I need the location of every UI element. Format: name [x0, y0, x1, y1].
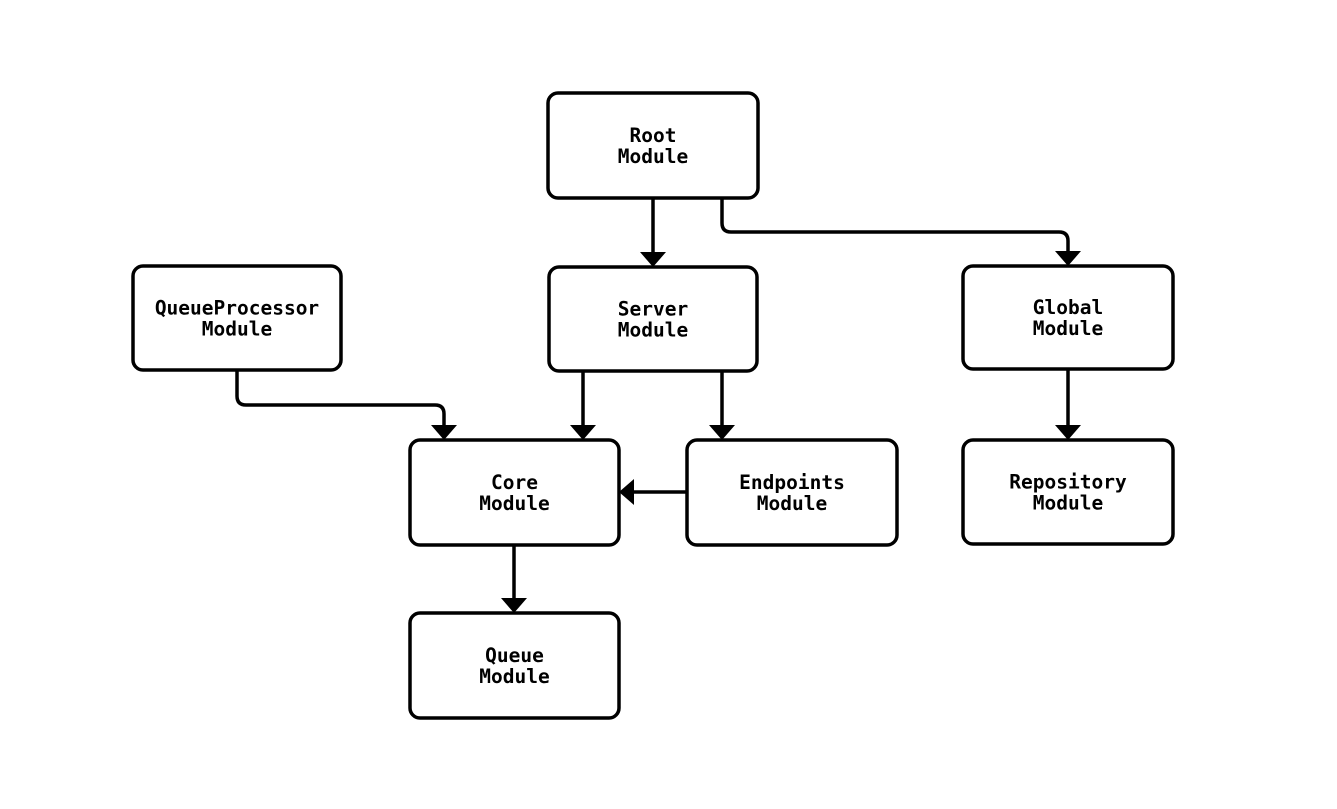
node-label-line: Module — [1033, 492, 1103, 515]
node-queueprocessor-box — [131, 264, 343, 372]
node-label-line: Global — [1033, 296, 1103, 319]
node-label-line: Server — [618, 298, 688, 321]
node-server-box — [547, 265, 759, 373]
node-global-box — [961, 264, 1175, 371]
edge-root-to-global — [720, 198, 1070, 251]
node-label-line: Root — [630, 124, 677, 147]
node-label-line: Core — [491, 471, 538, 494]
arrowhead-server-to-endpoints — [709, 425, 735, 440]
node-endpoints-box — [685, 438, 899, 547]
node-label-line: Repository — [1009, 471, 1127, 494]
node-label-line: Queue — [485, 644, 544, 667]
node-label-line: Module — [618, 319, 688, 342]
arrowhead-root-to-global — [1055, 251, 1081, 266]
arrowhead-global-to-repository — [1055, 425, 1081, 440]
edge-queueprocessor-to-core — [235, 370, 446, 425]
arrowhead-endpoints-to-core — [619, 479, 634, 505]
arrowhead-queueprocessor-to-core — [431, 425, 457, 440]
node-label-line: Module — [479, 665, 549, 688]
node-queue-box — [408, 611, 621, 720]
node-label-line: Module — [479, 492, 549, 515]
node-repository-box — [961, 438, 1175, 546]
arrowhead-root-to-server — [640, 252, 666, 267]
node-root-box — [546, 91, 760, 200]
node-label-line: Endpoints — [739, 471, 845, 494]
node-label-line: QueueProcessor — [155, 297, 319, 320]
arrowhead-server-to-core — [570, 425, 596, 440]
arrowhead-core-to-queue — [501, 598, 527, 613]
node-label-line: Module — [757, 492, 827, 515]
node-label-line: Module — [1033, 317, 1103, 340]
node-label-line: Module — [618, 145, 688, 168]
node-label-line: Module — [202, 318, 272, 341]
node-core-box — [408, 438, 621, 547]
